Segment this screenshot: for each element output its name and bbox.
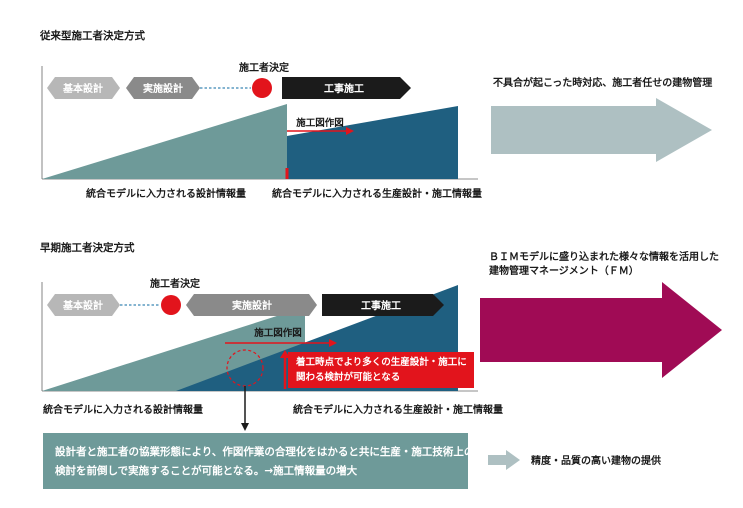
- summary-line2: 検討を前倒しで実施することが可能となる。→施工情報量の増大: [55, 465, 358, 477]
- bottom-decision-point: [161, 295, 181, 315]
- top-section-title: 従来型施工者決定方式: [39, 29, 145, 42]
- result-arrow: [488, 450, 520, 470]
- bottom-design-info-label: 統合モデルに入力される設計情報量: [43, 403, 203, 416]
- bottom-section-title: 早期施工者決定方式: [40, 241, 135, 254]
- top-production-info-wedge: [287, 106, 458, 179]
- bottom-phase-construction-label: 工事施工: [361, 299, 401, 312]
- top-phase-basic-design-label: 基本設計: [62, 82, 103, 95]
- bottom-callout-line2: 関わる検討が可能となる: [296, 372, 401, 383]
- top-design-info-wedge: [42, 104, 287, 179]
- top-outcome-arrow: [491, 98, 712, 162]
- bottom-callout-box: [288, 352, 474, 388]
- bottom-decision-label: 施工者決定: [150, 277, 200, 290]
- bottom-outcome-line2: 建物管理マネージメント（ＦＭ）: [488, 264, 639, 277]
- bottom-shop-drawing-label: 施工図作図: [254, 327, 302, 339]
- bottom-phase-basic-design-label: 基本設計: [62, 299, 103, 312]
- top-phase-detailed-design-label: 実施設計: [143, 82, 183, 95]
- top-outcome-text: 不具合が起こった時対応、施工者任せの建物管理: [493, 76, 712, 89]
- bottom-phase-detailed-design-label: 実施設計: [232, 299, 272, 312]
- bottom-down-connector: [241, 386, 249, 431]
- bottom-callout-text: 着工時点でより多くの生産設計・施工に 関わる検討が可能となる: [288, 352, 474, 388]
- top-production-info-label: 統合モデルに入力される生産設計・施工情報量: [272, 187, 482, 200]
- bottom-phase-basic-design: 基本設計: [47, 294, 120, 316]
- top-phase-construction-label: 工事施工: [324, 82, 364, 95]
- top-phase-basic-design: 基本設計: [47, 77, 120, 99]
- summary-text: 設計者と施工者の協業形態により、作図作業の合理化をはかると共に生産・施工技術上の…: [43, 433, 475, 489]
- summary-line1: 設計者と施工者の協業形態により、作図作業の合理化をはかると共に生産・施工技術上の: [55, 446, 475, 458]
- bottom-phase-construction: 工事施工: [322, 294, 444, 316]
- top-design-info-label: 統合モデルに入力される設計情報量: [86, 187, 246, 200]
- top-shop-drawing-arrow: [287, 127, 354, 135]
- bottom-shop-drawing-arrow: [225, 339, 337, 347]
- top-phase-construction: 工事施工: [282, 77, 411, 99]
- top-start-marker: [285, 168, 289, 179]
- top-phase-detailed-design: 実施設計: [126, 77, 200, 99]
- top-shop-drawing-label: 施工図作図: [296, 117, 344, 129]
- bottom-outcome-line1: ＢＩＭモデルに盛り込まれた様々な情報を活用した: [489, 250, 719, 263]
- top-decision-point: [252, 78, 272, 98]
- summary-box: [43, 433, 468, 489]
- result-text: 精度・品質の高い建物の提供: [531, 454, 661, 467]
- bottom-outcome-arrow: [480, 282, 722, 378]
- top-decision-label: 施工者決定: [239, 61, 289, 74]
- bottom-phase-detailed-design: 実施設計: [186, 294, 317, 316]
- bottom-info-increase-arrow: [280, 350, 290, 389]
- bottom-callout-line1: 着工時点でより多くの生産設計・施工に: [296, 357, 467, 368]
- bottom-production-info-label: 統合モデルに入力される生産設計・施工情報量: [293, 403, 503, 416]
